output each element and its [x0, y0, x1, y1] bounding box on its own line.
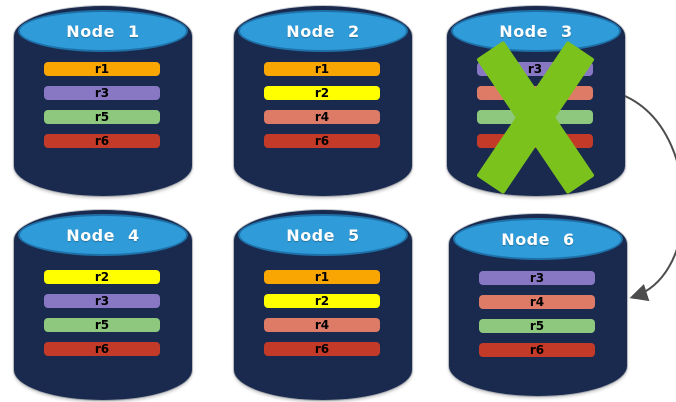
node-4-cylinder-top: Node 4	[18, 214, 188, 256]
node-5-replica-4: r6	[264, 342, 380, 356]
node-1-cylinder-top: Node 1	[18, 10, 188, 52]
node-3: Node 3 r3 r4 r5 r6	[447, 6, 625, 196]
node-1-replica-2: r3	[44, 86, 160, 100]
node-5-cylinder-top: Node 5	[238, 214, 408, 256]
node-2-replica-3: r4	[264, 110, 380, 124]
failover-arrow-path	[624, 95, 676, 302]
node-4-replica-2: r3	[44, 294, 160, 308]
node-4-replica-4: r6	[44, 342, 160, 356]
node-2-cylinder-top: Node 2	[238, 10, 408, 52]
node-1-replica-4: r6	[44, 134, 160, 148]
node-2: Node 2 r1 r2 r4 r6	[234, 6, 412, 196]
node-2-replica-2: r2	[264, 86, 380, 100]
node-2-replica-4: r6	[264, 134, 380, 148]
node-4-replica-list: r2 r3 r5 r6	[44, 270, 160, 356]
failure-cross	[447, 6, 625, 196]
node-1-title: Node 1	[66, 21, 140, 41]
node-1: Node 1 r1 r3 r5 r6	[14, 6, 192, 196]
node-1-replica-1: r1	[44, 62, 160, 76]
node-1-replica-3: r5	[44, 110, 160, 124]
node-4-replica-3: r5	[44, 318, 160, 332]
node-6-title: Node 6	[501, 229, 575, 249]
node-6-replica-1: r3	[479, 271, 595, 285]
node-6-replica-list: r3 r4 r5 r6	[479, 271, 595, 357]
node-2-title: Node 2	[286, 21, 360, 41]
node-5-replica-3: r4	[264, 318, 380, 332]
node-5: Node 5 r1 r2 r4 r6	[234, 210, 412, 400]
node-6-replica-3: r5	[479, 319, 595, 333]
node-3-cylinder-top: Node 3	[451, 10, 621, 52]
node-2-replica-list: r1 r2 r4 r6	[264, 62, 380, 148]
node-3-title: Node 3	[499, 21, 573, 41]
node-6: Node 6 r3 r4 r5 r6	[449, 214, 627, 396]
node-6-replica-4: r6	[479, 343, 595, 357]
node-4-replica-1: r2	[44, 270, 160, 284]
node-5-title: Node 5	[286, 225, 360, 245]
node-6-cylinder-top: Node 6	[453, 218, 623, 260]
node-4: Node 4 r2 r3 r5 r6	[14, 210, 192, 400]
node-5-replica-1: r1	[264, 270, 380, 284]
node-5-replica-2: r2	[264, 294, 380, 308]
node-1-replica-list: r1 r3 r5 r6	[44, 62, 160, 148]
node-6-replica-2: r4	[479, 295, 595, 309]
node-2-replica-1: r1	[264, 62, 380, 76]
node-4-title: Node 4	[66, 225, 140, 245]
node-5-replica-list: r1 r2 r4 r6	[264, 270, 380, 356]
